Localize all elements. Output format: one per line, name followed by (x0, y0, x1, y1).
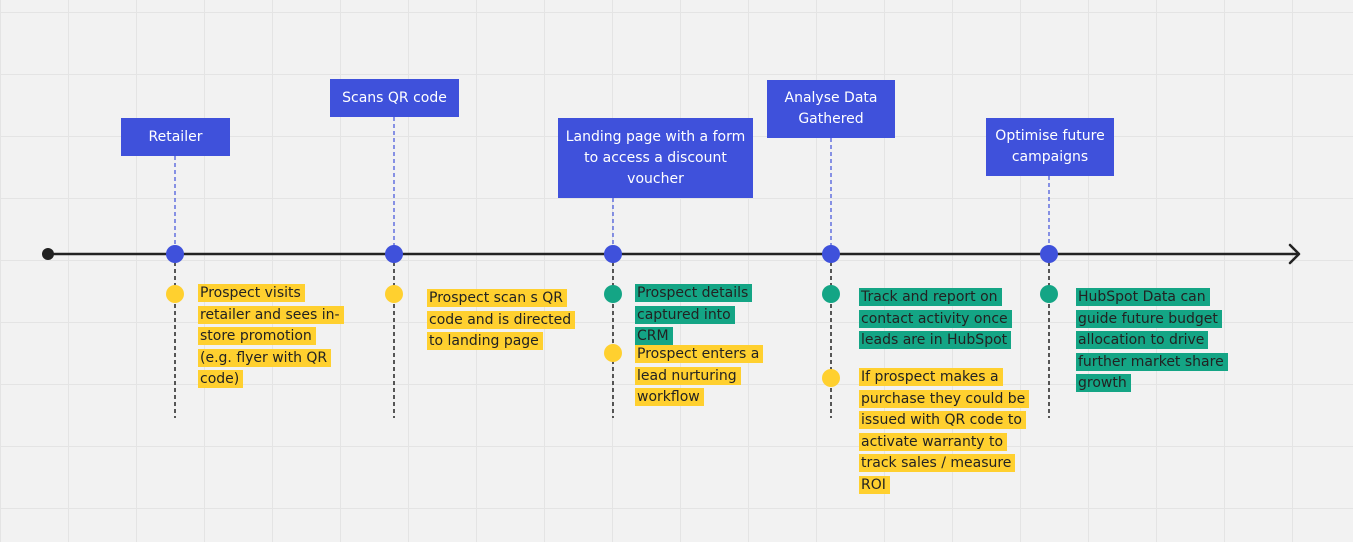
step-box-optimise-campaigns[interactable]: Optimise future campaigns (986, 118, 1114, 176)
step-note-scans-qr-code-1: Prospect scan s QR code and is directed … (427, 288, 577, 353)
step-note-analyse-data-2: If prospect makes a purchase they could … (859, 367, 1030, 496)
step-node-analyse-data[interactable] (822, 245, 840, 263)
step-note-analyse-data-1: Track and report on contact activity onc… (859, 287, 1014, 352)
timeline-start-dot (42, 248, 54, 260)
step-note-landing-page-2: Prospect enters a lead nurturing workflo… (635, 344, 770, 409)
step-node-scans-qr-code[interactable] (385, 245, 403, 263)
note-marker (604, 344, 622, 362)
step-note-landing-page-1: Prospect details captured into CRM (635, 283, 760, 348)
note-marker (1040, 285, 1058, 303)
step-note-retailer-1: Prospect visits retailer and sees in-sto… (198, 283, 348, 391)
step-node-retailer[interactable] (166, 245, 184, 263)
note-marker (385, 285, 403, 303)
note-marker (166, 285, 184, 303)
step-note-optimise-campaigns-1: HubSpot Data can guide future budget all… (1076, 287, 1231, 395)
note-marker (822, 285, 840, 303)
step-box-landing-page[interactable]: Landing page with a form to access a dis… (558, 118, 753, 198)
timeline-arrowhead-icon (1288, 243, 1301, 265)
note-marker (604, 285, 622, 303)
step-box-analyse-data[interactable]: Analyse Data Gathered (767, 80, 895, 138)
step-box-retailer[interactable]: Retailer (121, 118, 230, 156)
step-node-optimise-campaigns[interactable] (1040, 245, 1058, 263)
step-node-landing-page[interactable] (604, 245, 622, 263)
step-box-scans-qr-code[interactable]: Scans QR code (330, 79, 459, 117)
note-marker (822, 369, 840, 387)
